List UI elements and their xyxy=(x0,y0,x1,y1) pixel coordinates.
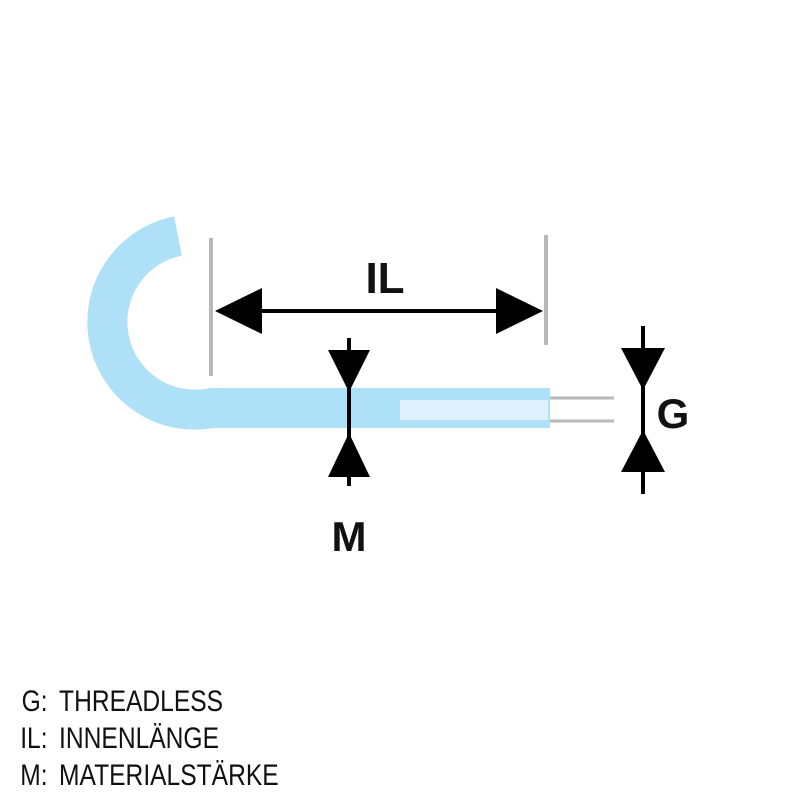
legend-row-il: IL: INNENLÄNGE xyxy=(0,720,279,757)
m-label: M xyxy=(332,513,367,560)
legend-value: THREADLESS xyxy=(59,685,224,718)
legend-key: G: xyxy=(21,685,48,718)
legend-value: MATERIALSTÄRKE xyxy=(59,759,279,792)
legend: G: THREADLESS IL: INNENLÄNGE M: MATERIALSTÄ… xyxy=(0,683,279,794)
hook-shape xyxy=(87,216,550,430)
m-dimension-arrow xyxy=(328,338,370,486)
g-dimension-arrow xyxy=(621,326,665,494)
g-label: G xyxy=(657,390,690,437)
legend-row-g: G: THREADLESS xyxy=(0,683,279,720)
legend-value: INNENLÄNGE xyxy=(59,722,219,755)
legend-key: M: xyxy=(20,759,48,792)
thread-section xyxy=(400,400,548,420)
il-dimension-arrow xyxy=(215,288,543,334)
legend-row-m: M: MATERIALSTÄRKE xyxy=(0,757,279,794)
il-label: IL xyxy=(365,254,404,303)
legend-key: IL: xyxy=(20,722,48,755)
